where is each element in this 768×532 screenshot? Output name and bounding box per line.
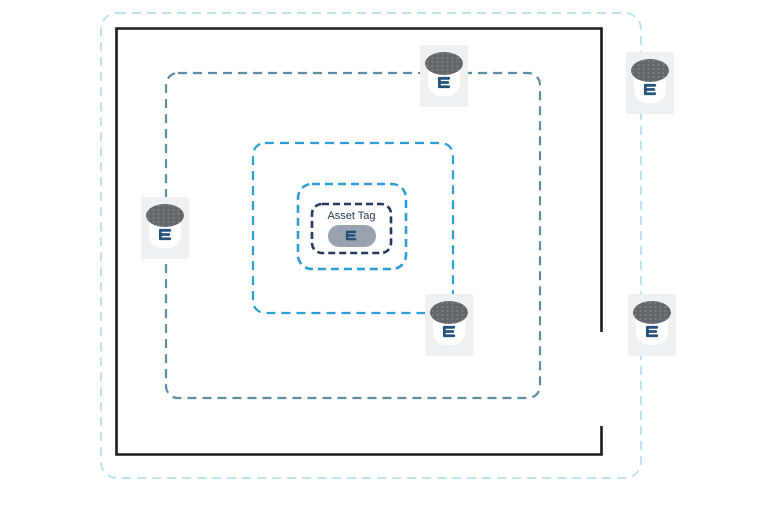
beacon-top-ellipse bbox=[146, 204, 184, 227]
estimote-logo-icon bbox=[158, 228, 171, 241]
beacon-top-ellipse bbox=[631, 59, 669, 82]
estimote-logo-icon bbox=[437, 76, 450, 89]
beacon-top-ellipse bbox=[430, 301, 468, 324]
asset-tag-pill bbox=[327, 224, 376, 247]
beacon-outside-top-right bbox=[626, 52, 674, 114]
beacon-top-center bbox=[420, 45, 468, 107]
room-wall bbox=[115, 27, 603, 456]
asset-tag: Asset Tag bbox=[312, 204, 391, 253]
zone-tag-outer-range bbox=[296, 182, 408, 271]
beacon-top-ellipse bbox=[425, 52, 463, 75]
zone-tag-inner-range bbox=[310, 202, 393, 255]
estimote-logo-icon bbox=[645, 325, 658, 338]
estimote-logo-icon bbox=[643, 83, 656, 96]
beacon-top-ellipse bbox=[633, 301, 671, 324]
asset-tag-label: Asset Tag bbox=[327, 209, 376, 222]
estimote-logo-icon bbox=[345, 230, 357, 241]
beacon-outside-bottom-right bbox=[628, 294, 676, 356]
estimote-logo-icon bbox=[442, 325, 455, 338]
beacon-left bbox=[141, 197, 189, 259]
beacon-bottom-center bbox=[425, 294, 473, 356]
zone-outer-range bbox=[100, 12, 642, 479]
